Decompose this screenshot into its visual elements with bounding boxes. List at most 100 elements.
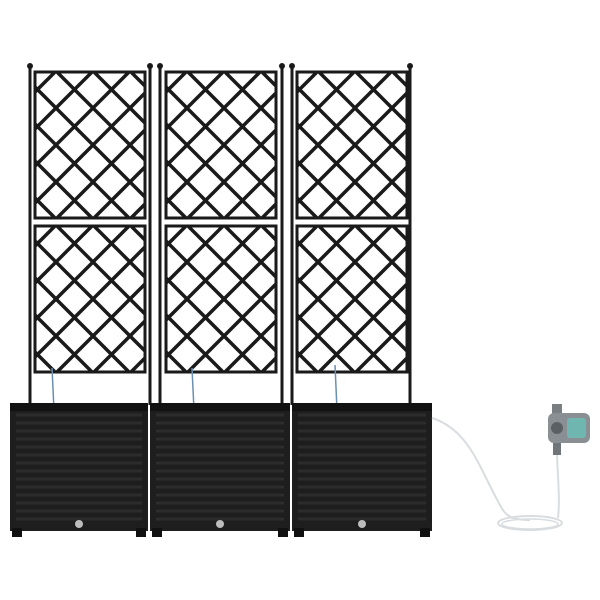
- lattice-bar: [242, 226, 388, 372]
- planter-rim: [292, 403, 432, 411]
- lattice-bar: [3, 72, 149, 218]
- lattice-bar: [279, 72, 425, 218]
- lattice-bar: [299, 226, 445, 372]
- lattice-bar: [223, 226, 276, 280]
- post-finial: [289, 63, 295, 69]
- planter-foot: [294, 528, 304, 537]
- lattice-bar: [35, 244, 145, 360]
- lattice-bar: [97, 72, 243, 218]
- lattice-bar: [166, 226, 225, 286]
- lattice-bar: [92, 72, 145, 126]
- lattice-bar: [504, 226, 600, 372]
- planter-group: [10, 403, 432, 537]
- lattice-bar: [297, 90, 407, 206]
- lattice-bar: [391, 226, 407, 243]
- lattice-bar: [316, 226, 462, 372]
- lattice-bar: [166, 244, 276, 360]
- lattice-section: [35, 72, 462, 218]
- post-finial: [407, 63, 413, 69]
- lattice-bar: [410, 226, 556, 372]
- lattice-bar: [166, 312, 225, 372]
- lattice-bar: [0, 226, 18, 372]
- lattice-bar: [447, 72, 593, 218]
- lattice-bar: [316, 72, 462, 218]
- lattice-frame: [33, 224, 147, 374]
- lattice-bar: [3, 72, 149, 218]
- lattice-bar: [166, 349, 188, 372]
- trellis-group: [0, 63, 600, 411]
- lattice-bar: [129, 201, 145, 218]
- lattice-bar: [391, 201, 407, 218]
- lattice-bar: [279, 226, 425, 372]
- lattice-bar: [260, 355, 276, 372]
- lattice-bar: [186, 281, 276, 372]
- lattice-bar: [205, 226, 351, 372]
- lattice-bar: [430, 226, 576, 372]
- lattice-bar: [35, 72, 57, 95]
- lattice-bar: [467, 226, 600, 372]
- lattice-bar: [354, 164, 407, 218]
- drain-plug: [216, 520, 224, 528]
- lattice-bar: [354, 226, 407, 280]
- lattice-bar: [279, 226, 425, 372]
- lattice-bar: [134, 226, 280, 372]
- planter-foot: [278, 528, 288, 537]
- lattice-bar: [35, 90, 145, 206]
- lattice-bar: [205, 72, 351, 218]
- lattice-bar: [467, 72, 600, 218]
- lattice-bar: [97, 226, 243, 372]
- lattice-bar: [410, 72, 556, 218]
- lattice-section: [97, 226, 600, 372]
- lattice-bar: [129, 72, 145, 89]
- lattice-bar: [316, 226, 462, 372]
- lattice-frame: [33, 70, 147, 220]
- lattice-bar: [316, 72, 462, 218]
- lattice-bar: [134, 226, 280, 372]
- lattice-bar: [35, 349, 57, 372]
- post-finial: [147, 63, 153, 69]
- lattice-bar: [297, 226, 356, 286]
- lattice-bar: [35, 72, 94, 132]
- lattice-frame: [164, 224, 278, 374]
- drain-plug: [75, 520, 83, 528]
- lattice-bar: [166, 72, 225, 132]
- lattice-bar: [391, 72, 407, 89]
- lattice-bar: [299, 226, 445, 372]
- lattice-bar: [92, 226, 145, 280]
- lattice-bar: [297, 72, 393, 169]
- lattice-bar: [223, 318, 276, 372]
- lattice-bar: [578, 72, 600, 218]
- lattice-bar: [205, 226, 351, 372]
- post-finial: [27, 63, 33, 69]
- planter-rim: [10, 403, 148, 411]
- lattice-section: [3, 226, 556, 372]
- lattice-bar: [92, 318, 145, 372]
- lattice-bar: [317, 127, 407, 218]
- lattice-bar: [299, 72, 445, 218]
- lattice-bar: [35, 72, 131, 169]
- lattice-bar: [260, 201, 276, 218]
- lattice-bar: [410, 72, 556, 218]
- lattice-bar: [166, 90, 276, 206]
- lattice-bar: [134, 72, 280, 218]
- lattice-bar: [223, 72, 276, 126]
- lattice-bar: [467, 72, 600, 218]
- lattice-bar: [35, 312, 94, 372]
- lattice-section: [3, 72, 593, 218]
- lattice-bar: [504, 226, 600, 372]
- lattice-bar: [467, 226, 600, 372]
- post-finial: [279, 63, 285, 69]
- lattice-frame: [164, 70, 278, 220]
- lattice-bar: [129, 226, 145, 243]
- lattice-bar: [578, 226, 600, 372]
- lattice-bar: [504, 72, 600, 218]
- planter-foot: [136, 528, 146, 537]
- lattice-bar: [223, 164, 276, 218]
- planter-rim: [150, 403, 290, 411]
- lattice-bar: [3, 226, 149, 372]
- lattice-bar: [297, 158, 356, 218]
- lattice-bar: [297, 226, 393, 323]
- lattice-bar: [3, 226, 149, 372]
- lattice-bar: [35, 226, 131, 323]
- lattice-bar: [354, 72, 407, 126]
